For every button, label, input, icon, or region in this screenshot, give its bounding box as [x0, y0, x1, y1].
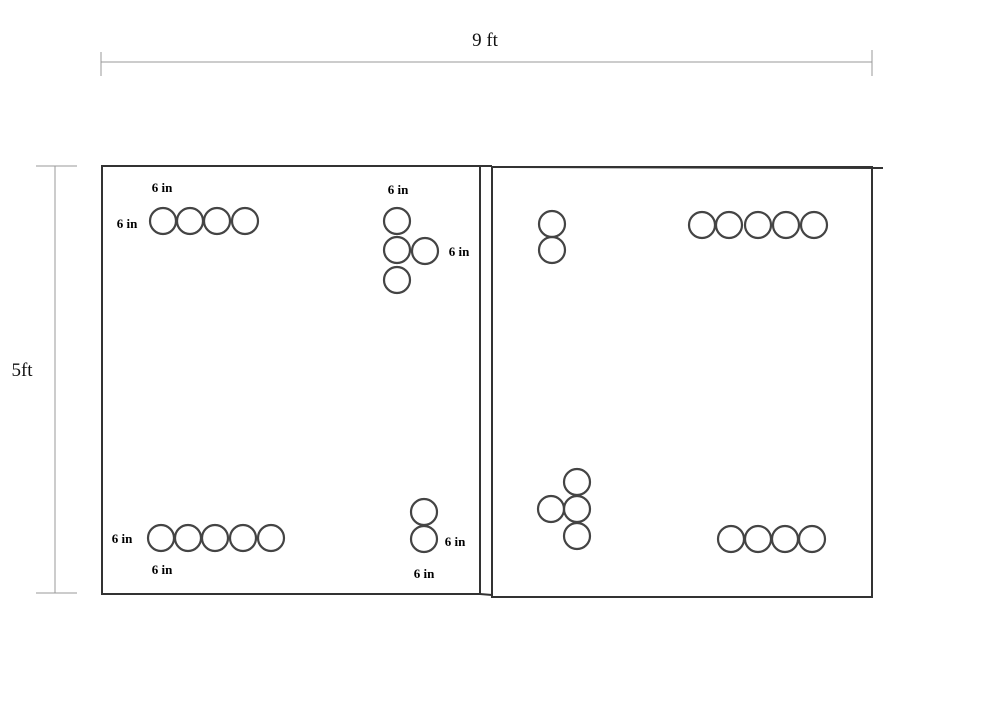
right-top-cup-pair — [537, 209, 567, 265]
left-table-half — [101, 165, 481, 595]
cup-circle — [536, 494, 566, 524]
cup-circle — [562, 494, 592, 524]
center-net-bottom — [479, 593, 493, 596]
cup-circle — [770, 524, 800, 554]
height-label: 5ft — [11, 360, 33, 381]
cup-circle — [537, 209, 567, 239]
cup-circle — [202, 206, 232, 236]
width-dimension: 9 ft — [100, 30, 873, 76]
cup-circle — [771, 210, 801, 240]
cup-circle — [230, 206, 260, 236]
cup-circle — [228, 523, 258, 553]
cup-circle — [382, 265, 412, 295]
cup-circle — [382, 235, 412, 265]
cup-circle — [256, 523, 286, 553]
cup-circle — [799, 210, 829, 240]
left-bottom-cup-pair — [409, 497, 439, 554]
cup-circle — [146, 523, 176, 553]
spacing-label: 6 in — [388, 182, 409, 197]
cup-circle — [382, 206, 412, 236]
cup-circle — [687, 210, 717, 240]
spacing-label: 6 in — [445, 534, 466, 549]
spacing-label: 6 in — [112, 531, 133, 546]
spacing-label: 6 in — [152, 562, 173, 577]
cup-circle — [409, 524, 439, 554]
right-bottom-cup-cluster — [536, 467, 592, 551]
cup-circle — [409, 497, 439, 527]
cup-circle — [714, 210, 744, 240]
cup-circle — [410, 236, 440, 266]
cup-circle — [743, 524, 773, 554]
cup-circle — [562, 521, 592, 551]
spacing-label: 6 in — [152, 180, 173, 195]
right-table-half — [491, 166, 873, 598]
spacing-label: 6 in — [414, 566, 435, 581]
cup-circle — [743, 210, 773, 240]
cup-circle — [148, 206, 178, 236]
right-top-cup-row — [687, 210, 829, 240]
cup-circle — [537, 235, 567, 265]
spacing-label: 6 in — [117, 216, 138, 231]
left-top-cup-row — [148, 206, 260, 236]
cup-circle — [173, 523, 203, 553]
cup-circle — [716, 524, 746, 554]
left-top-cup-cluster — [382, 206, 440, 295]
left-bottom-cup-row — [146, 523, 286, 553]
cup-circle — [562, 467, 592, 497]
width-label: 9 ft — [472, 30, 499, 51]
spacing-label: 6 in — [449, 244, 470, 259]
height-dimension: 5ft — [11, 165, 77, 594]
cup-circle — [797, 524, 827, 554]
cup-circle — [175, 206, 205, 236]
right-bottom-cup-row — [716, 524, 827, 554]
cup-circle — [200, 523, 230, 553]
